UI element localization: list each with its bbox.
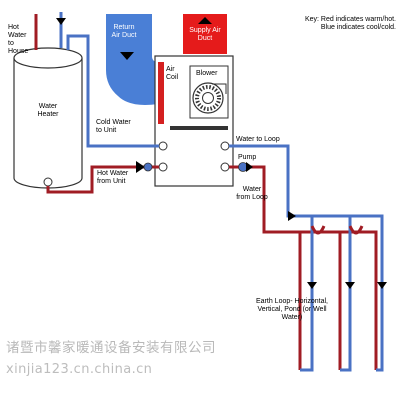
return-air-duct bbox=[106, 14, 158, 105]
cold-supply-arrow bbox=[56, 18, 66, 25]
pipe-cold-to-unit bbox=[66, 34, 159, 148]
label-water-to-loop: Water to Loop bbox=[236, 136, 280, 143]
label-air-coil: Air Coil bbox=[166, 66, 179, 81]
unit-port-hot-out bbox=[158, 162, 168, 172]
label-blower: Blower bbox=[196, 70, 218, 77]
key-line-1: Key: Red indicates warm/hot. bbox=[304, 16, 396, 23]
compressor-bar bbox=[170, 126, 228, 130]
air-coil-bar bbox=[158, 62, 164, 124]
pipe-hot-from-unit bbox=[46, 165, 159, 194]
label-water-from-loop: Water from Loop bbox=[236, 186, 268, 201]
label-hot-water-to-house: Hot Water to House bbox=[8, 24, 29, 55]
return-air-arrow bbox=[120, 52, 134, 60]
label-water-heater: Water Heater bbox=[37, 103, 59, 118]
unit-port-loop-out bbox=[220, 141, 230, 151]
pump-icon bbox=[238, 162, 253, 172]
water-heater-tank bbox=[13, 47, 83, 189]
blower-icon bbox=[192, 82, 227, 114]
label-cold-water-to-unit: Cold Water to Unit bbox=[96, 119, 131, 134]
key-text: Key: Red indicates warm/hot. Blue indica… bbox=[264, 16, 396, 32]
unit-port-loop-in bbox=[220, 162, 230, 172]
label-pump: Pump bbox=[238, 154, 257, 161]
check-valve-icon bbox=[136, 161, 153, 173]
earth-loop bbox=[298, 216, 387, 372]
key-line-2: Blue indicates cool/cold. bbox=[320, 24, 396, 31]
watermark-company: 诸暨市馨家暖通设备安装有限公司 bbox=[6, 340, 216, 356]
label-earth-loop: Earth Loop- Horizontal, Vertical, Pond (… bbox=[256, 298, 328, 321]
label-hot-water-from-unit: Hot Water from Unit bbox=[97, 170, 129, 185]
label-return-air-duct: Return Air Duct bbox=[111, 24, 137, 39]
loop-flow-arrow bbox=[288, 211, 296, 221]
label-supply-air-duct: Supply Air Duct bbox=[189, 27, 221, 42]
supply-air-arrow bbox=[198, 17, 212, 24]
unit-port-cold-in bbox=[158, 141, 168, 151]
watermark-url: xinjia123.cn.china.cn bbox=[6, 362, 153, 377]
